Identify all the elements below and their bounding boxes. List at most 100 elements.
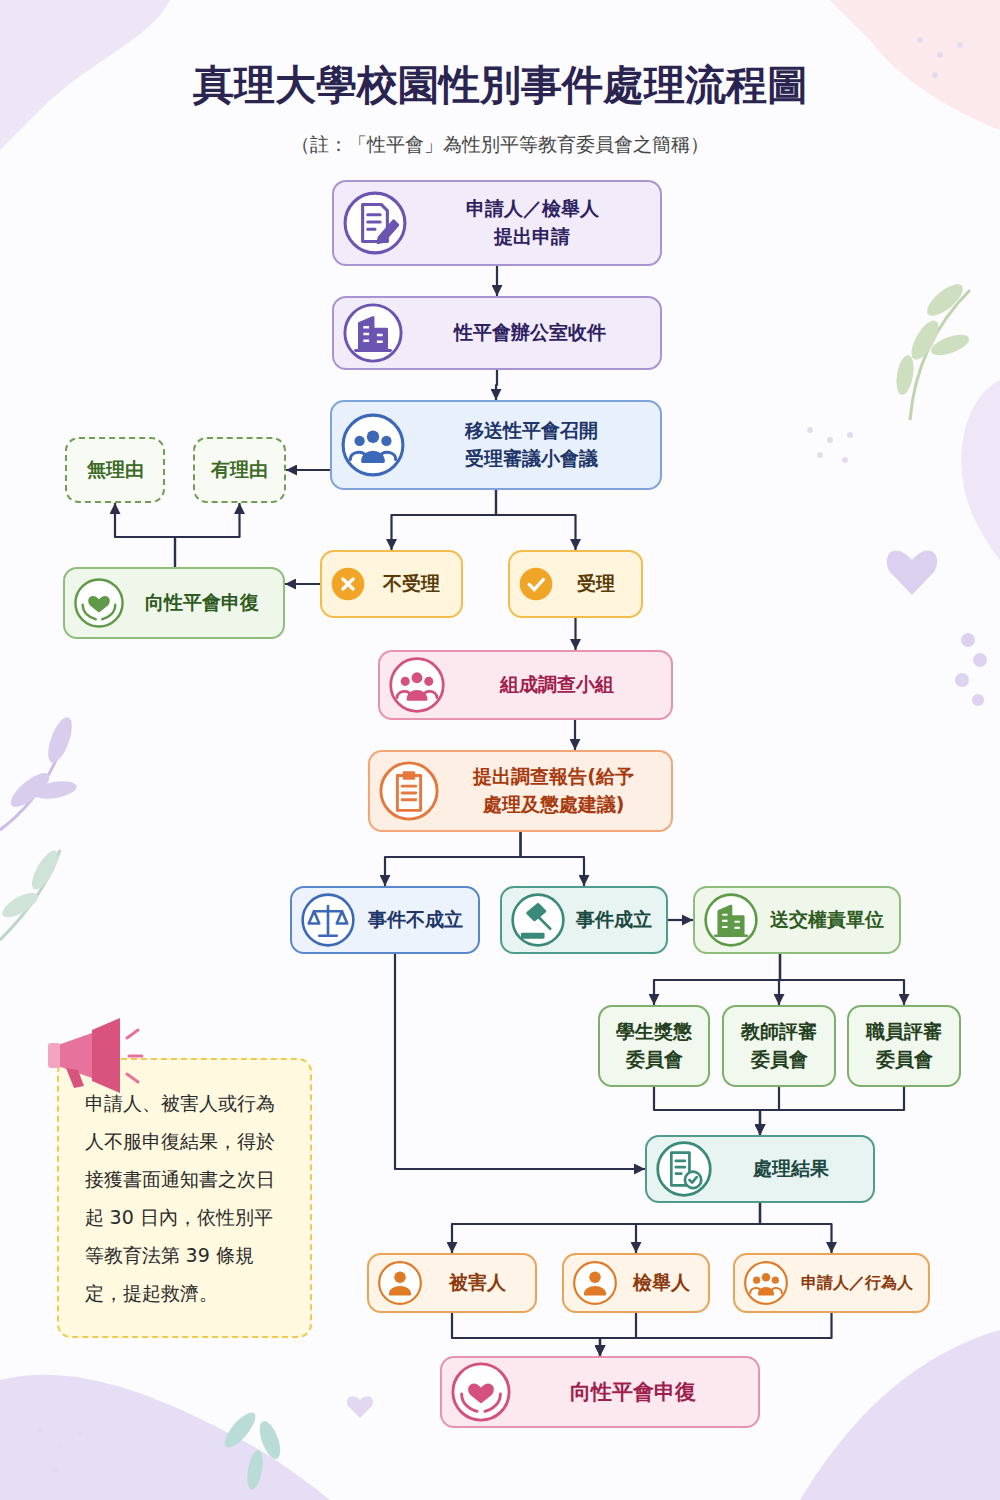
node-text: 處理結果 [753, 1155, 829, 1183]
appeal-box: 向性平會申復 [440, 1356, 760, 1428]
node-icon [342, 190, 408, 256]
party-box: 檢舉人 [562, 1253, 710, 1313]
node-text: 組成調查小組 [500, 671, 614, 699]
result-box: 處理結果 [645, 1135, 875, 1203]
flow-arrow [175, 503, 240, 567]
node-label: 教師評審 委員會 [739, 1018, 819, 1073]
flow-arrow [286, 469, 330, 471]
node-icon [300, 892, 356, 948]
flow-arrow [760, 1087, 904, 1135]
node-text: 有理由 [211, 456, 268, 484]
process-box: 組成調查小組 [378, 650, 673, 720]
node-text: 向性平會申復 [570, 1377, 696, 1407]
node-text: 申請人、被害人或行為人不服申復結果，得於接獲書面通知書之次日起 30 日內，依性… [85, 1084, 285, 1312]
node-icon [377, 1260, 423, 1306]
flow-arrow [392, 490, 497, 550]
node-text: 教師評審 委員會 [739, 1018, 819, 1073]
decision-box: 受理 [508, 550, 643, 618]
node-label: 受理 [577, 570, 615, 598]
flow-arrow [760, 1203, 832, 1253]
flow-arrow [385, 832, 521, 886]
node-icon [388, 656, 446, 714]
node-text: 移送性平會召開 受理審議小會議 [461, 417, 601, 472]
node-label: 事件成立 [576, 906, 652, 934]
flow-arrow [600, 1313, 636, 1356]
node-text: 檢舉人 [633, 1269, 690, 1297]
title: 真理大學校園性別事件處理流程圖 [0, 58, 1000, 113]
process-box: 移送性平會召開 受理審議小會議 [330, 400, 662, 490]
node-label: 申請人、被害人或行為人不服申復結果，得於接獲書面通知書之次日起 30 日內，依性… [85, 1084, 285, 1312]
flow-arrow [654, 954, 780, 1005]
party-box: 被害人 [367, 1253, 537, 1313]
side-blob [961, 380, 1000, 560]
node-text: 申請人／行為人 [801, 1271, 913, 1294]
process-box: 送交權責單位 [693, 886, 901, 954]
leaf-sprig [894, 279, 972, 420]
report-box: 提出調查報告(給予 處理及懲處建議) [368, 750, 673, 832]
node-label: 被害人 [449, 1269, 506, 1297]
node-text: 事件不成立 [368, 906, 463, 934]
node-label: 組成調查小組 [500, 671, 614, 699]
committee-box: 職員評審 委員會 [847, 1005, 961, 1087]
node-label: 提出調查報告(給予 處理及懲處建議) [463, 763, 645, 818]
node-text: 無理由 [87, 456, 144, 484]
node-icon [378, 760, 440, 822]
node-text: 性平會辦公室收件 [454, 319, 606, 347]
node-icon [703, 892, 759, 948]
leaf-sprig [220, 1408, 285, 1491]
node-icon [340, 412, 406, 478]
flow-arrow [574, 618, 576, 650]
node-icon [655, 1140, 713, 1198]
flow-arrow [115, 503, 175, 567]
node-label: 有理由 [211, 456, 268, 484]
node-text: 向性平會申復 [145, 589, 259, 617]
flow-arrow [780, 954, 904, 1005]
corner-blob [0, 1375, 330, 1500]
node-label: 向性平會申復 [145, 589, 259, 617]
node-icon [743, 1260, 789, 1306]
flow-arrow [636, 1203, 760, 1253]
node-icon [450, 1361, 512, 1423]
node-icon [330, 566, 366, 602]
flow-arrow [668, 919, 693, 921]
flow-arrow [452, 1203, 760, 1253]
reason-box: 無理由 [65, 437, 165, 503]
node-label: 性平會辦公室收件 [454, 319, 606, 347]
flow-arrow [521, 832, 585, 886]
node-label: 申請人／行為人 [801, 1271, 913, 1294]
node-icon [510, 892, 566, 948]
leaf-sprig [0, 714, 78, 830]
node-label: 處理結果 [753, 1155, 829, 1183]
node-label: 送交權責單位 [770, 906, 884, 934]
leaf-sprig [0, 847, 63, 940]
flow-arrow [654, 1087, 760, 1135]
node-text: 不受理 [383, 570, 440, 598]
megaphone-icon [48, 1018, 142, 1093]
node-label: 檢舉人 [633, 1269, 690, 1297]
result-box: 事件成立 [500, 886, 668, 954]
start-box: 申請人／檢舉人 提出申請 [332, 180, 662, 266]
reason-box: 有理由 [193, 437, 286, 503]
result-box: 事件不成立 [290, 886, 480, 954]
node-text: 申請人／檢舉人 提出申請 [462, 195, 602, 250]
node-text: 事件成立 [576, 906, 652, 934]
dot-pattern [37, 37, 963, 1473]
flower-sprig [955, 633, 987, 706]
node-text: 學生獎懲 委員會 [614, 1018, 694, 1073]
node-text: 送交權責單位 [770, 906, 884, 934]
node-label: 移送性平會召開 受理審議小會議 [461, 417, 601, 472]
node-text: 提出調查報告(給予 處理及懲處建議) [463, 763, 645, 818]
flow-arrow [452, 1313, 600, 1356]
corner-blob [800, 1330, 1000, 1500]
flow-arrow [574, 720, 576, 750]
committee-box: 學生獎懲 委員會 [598, 1005, 710, 1087]
caption: （註：「性平會」為性別平等教育委員會之簡稱） [0, 132, 1000, 158]
heart-decoration [887, 550, 937, 595]
node-text: 被害人 [449, 1269, 506, 1297]
node-icon [518, 566, 554, 602]
node-label: 學生獎懲 委員會 [614, 1018, 694, 1073]
flow-arrow [496, 490, 576, 550]
process-box: 性平會辦公室收件 [332, 296, 662, 370]
node-label: 不受理 [383, 570, 440, 598]
node-icon [73, 577, 125, 629]
